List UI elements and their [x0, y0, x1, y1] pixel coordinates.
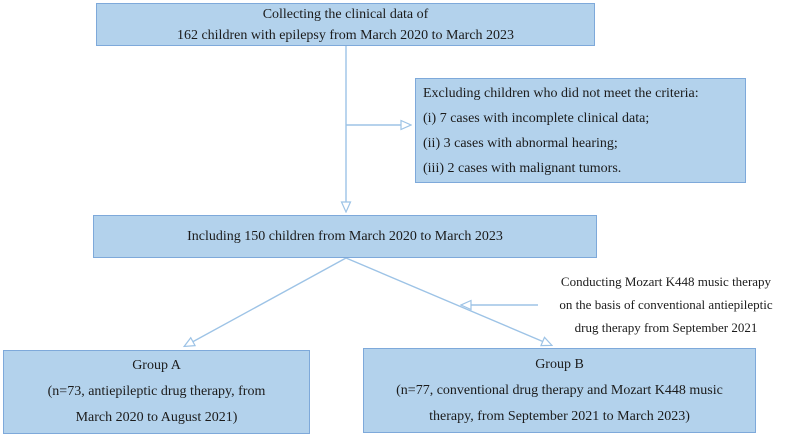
intervention-note-line-3: drug therapy from September 2021 [574, 320, 758, 335]
box-group-b-line-3: therapy, from September 2021 to March 20… [429, 408, 690, 424]
box-group-a-line-2: (n=73, antiepileptic drug therapy, from [47, 384, 266, 399]
box-group-b: Group B (n=77, conventional drug therapy… [363, 348, 756, 433]
box-group-b-line-2: (n=77, conventional drug therapy and Moz… [396, 382, 723, 398]
intervention-note-line-1: Conducting Mozart K448 music therapy [560, 274, 772, 289]
box-including-line-1: Including 150 children from March 2020 t… [187, 229, 503, 244]
intervention-note-line-2: on the basis of conventional antiepilept… [559, 297, 773, 312]
box-exclusion-line-3: (ii) 3 cases with abnormal hearing; [423, 135, 618, 151]
box-exclusion: Excluding children who did not meet the … [415, 78, 746, 183]
box-collecting-line-2: 162 children with epilepsy from March 20… [176, 27, 515, 43]
box-group-b-line-1: Group B [535, 356, 584, 372]
box-group-a-line-3: March 2020 to August 2021) [75, 410, 238, 425]
arrow-including-to-group-b [345, 257, 551, 345]
box-exclusion-line-4: (iii) 2 cases with malignant tumors. [423, 160, 622, 176]
box-exclusion-line-1: Excluding children who did not meet the … [423, 85, 699, 101]
arrow-including-to-group-a [185, 257, 347, 346]
box-collecting-line-1: Collecting the clinical data of [262, 6, 429, 22]
box-group-a: Group A (n=73, antiepileptic drug therap… [3, 350, 310, 434]
box-exclusion-line-2: (i) 7 cases with incomplete clinical dat… [423, 110, 650, 126]
box-collecting: Collecting the clinical data of 162 chil… [96, 3, 595, 46]
box-including: Including 150 children from March 2020 t… [93, 215, 597, 258]
intervention-note: Conducting Mozart K448 music therapy on … [532, 270, 800, 339]
box-group-a-line-1: Group A [132, 358, 181, 373]
